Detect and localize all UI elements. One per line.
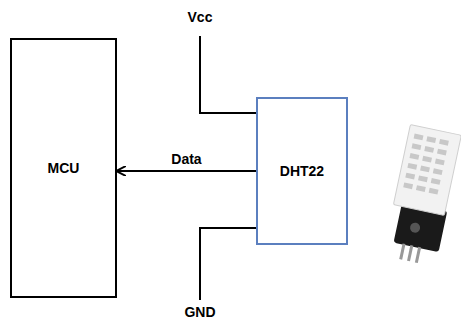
gnd-wire — [200, 228, 257, 300]
sensor-illustration — [383, 124, 461, 266]
supply-label: Vcc — [186, 9, 215, 25]
node-text: DHT22 — [280, 163, 324, 179]
node-text: MCU — [48, 160, 80, 176]
mcu-box: MCU — [10, 38, 117, 298]
vcc-wire — [200, 36, 257, 113]
signal-label: Data — [169, 151, 203, 167]
sensor-box: DHT22 — [256, 97, 348, 245]
data-arrow — [117, 170, 256, 172]
ground-label: GND — [182, 304, 217, 320]
